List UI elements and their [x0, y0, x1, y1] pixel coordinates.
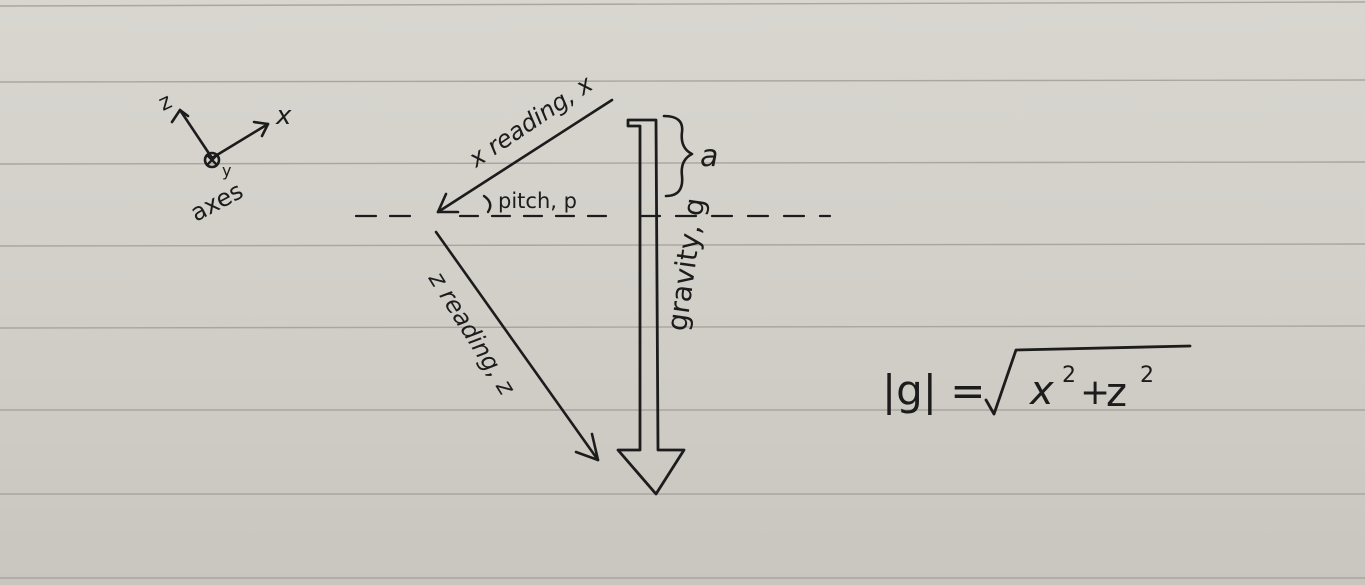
pitch-angle-arc	[482, 194, 492, 214]
y-axis-cross-2	[205, 153, 219, 167]
formula-z-term: z	[1106, 370, 1127, 416]
gravity-magnitude-formula: |g| = x 2 + z 2	[882, 344, 1192, 416]
z-reading-arrow	[434, 230, 600, 462]
x-reading-arrowhead	[436, 192, 460, 214]
pitch-angle: pitch, p	[482, 189, 577, 214]
formula-plus: +	[1080, 372, 1110, 413]
y-axis-into-page-symbol	[203, 151, 221, 169]
axes-caption: axes	[186, 177, 248, 228]
x-axis-arrow	[210, 122, 270, 160]
z-axis-arrowhead	[170, 108, 190, 124]
z-axis-label: z	[155, 89, 176, 117]
x-axis-label: x	[275, 101, 292, 131]
formula-x-term: x	[1028, 368, 1054, 414]
y-axis-label: y	[222, 161, 231, 180]
x-axis-arrowhead	[252, 120, 270, 138]
formula-lhs: |g| =	[882, 366, 986, 415]
a-brace: a	[662, 114, 718, 198]
gravity-arrow	[616, 118, 686, 496]
formula-z-exponent: 2	[1140, 363, 1154, 388]
axes-legend: z x y axes	[155, 89, 292, 227]
pitch-label: pitch, p	[498, 189, 577, 213]
z-axis-arrow	[178, 108, 214, 160]
x-reading-arrow	[436, 98, 614, 214]
z-reading-arrowhead	[574, 432, 600, 462]
formula-x-exponent: 2	[1062, 363, 1076, 388]
square-root-sign	[984, 344, 1192, 416]
gravity-vector: gravity, g	[616, 118, 712, 496]
gravity-label: gravity, g	[660, 196, 711, 333]
a-brace-mark	[662, 114, 694, 198]
a-label: a	[700, 139, 718, 174]
z-reading-vector: z reading, z	[422, 230, 600, 462]
